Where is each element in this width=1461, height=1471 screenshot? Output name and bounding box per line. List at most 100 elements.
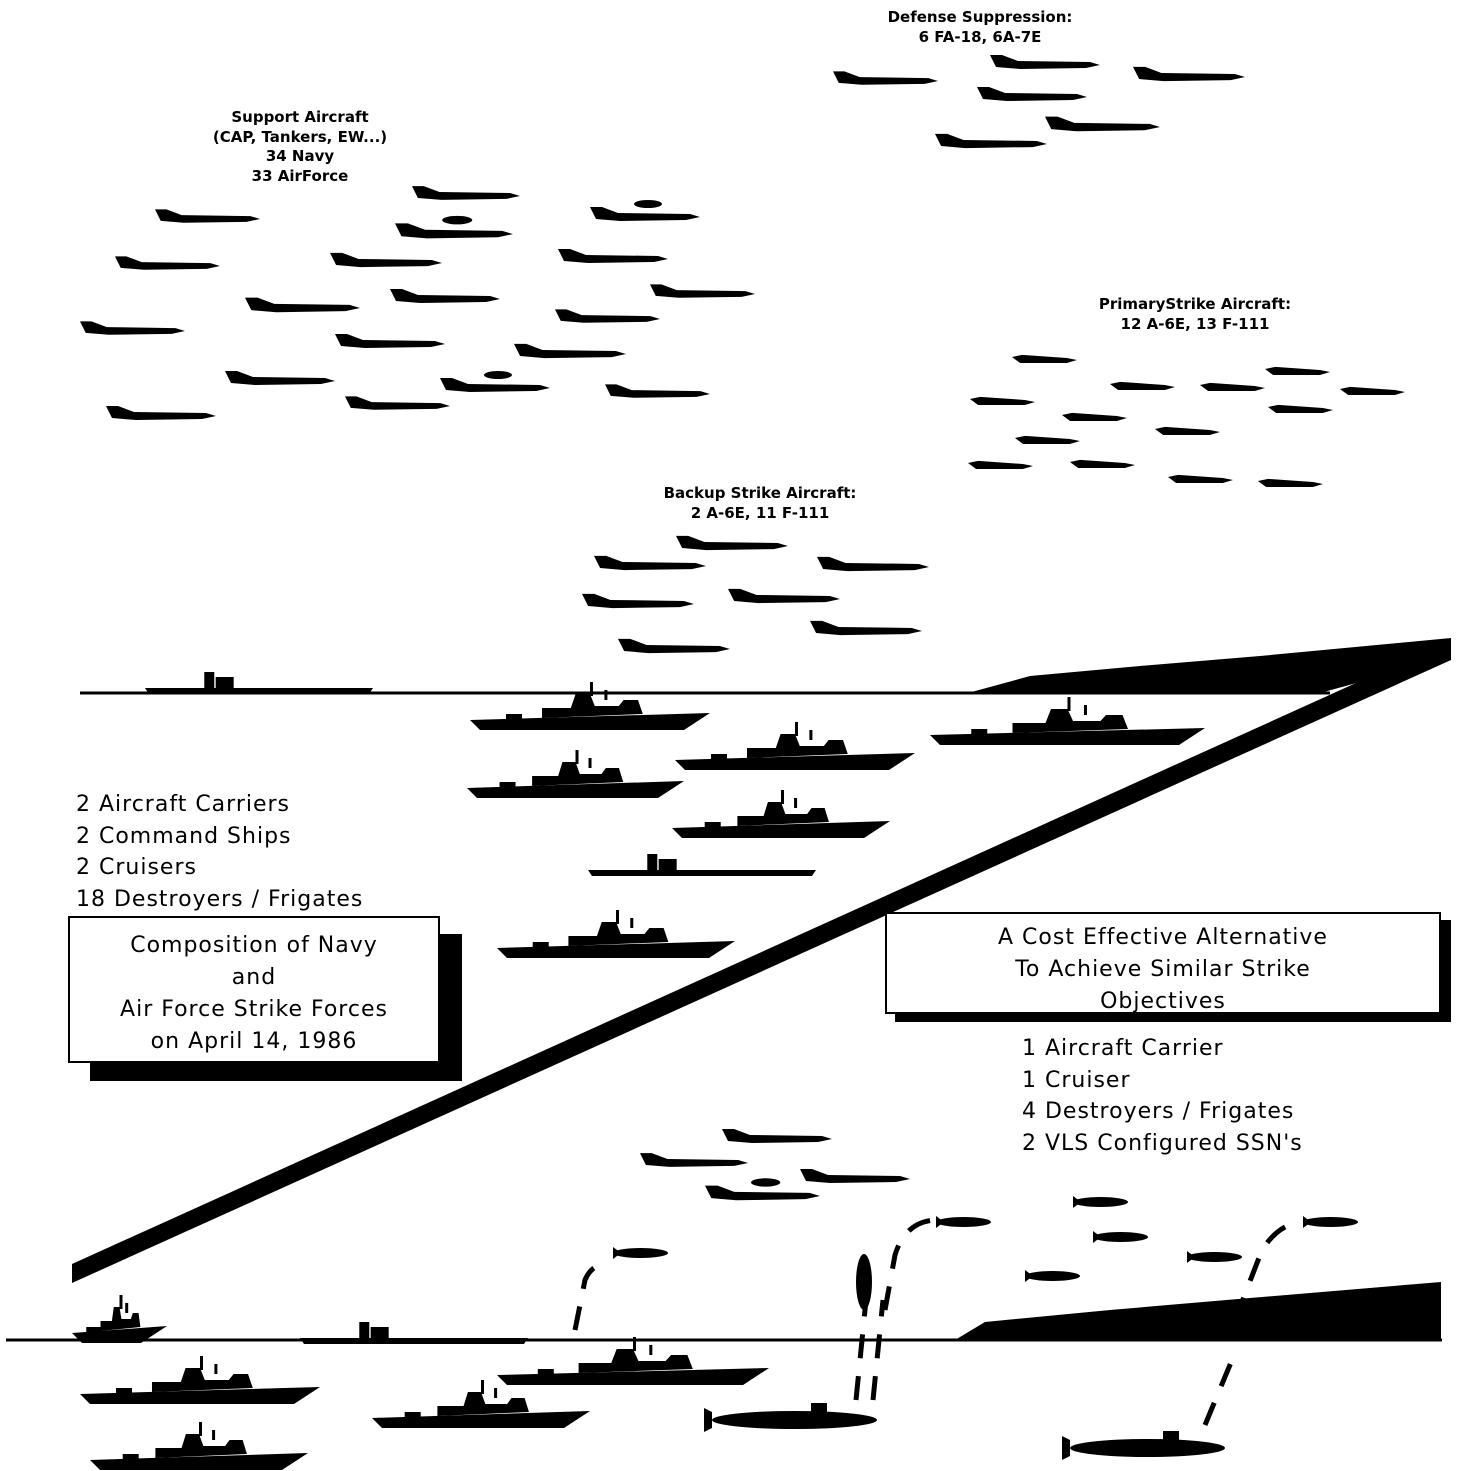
sail-shape [811, 1403, 827, 1413]
jet-aircraft-icon [330, 252, 442, 268]
missile-body-shape [1303, 1217, 1358, 1227]
mast-shape [588, 758, 592, 768]
missile-fin-shape [1093, 1231, 1101, 1243]
hull-shape [497, 941, 735, 958]
primary-strike-label: PrimaryStrike Aircraft: 12 A-6E, 13 F-11… [1060, 295, 1330, 334]
box-line: and [231, 965, 277, 990]
jet-aircraft-icon [558, 249, 668, 263]
missile-body-shape [936, 1217, 991, 1227]
jet-aircraft-icon [80, 321, 186, 335]
box-line: To Achieve Similar Strike [1015, 957, 1311, 982]
hull-shape [497, 1368, 769, 1385]
mast-shape [125, 1303, 129, 1313]
lower-coastline-shape [955, 1282, 1441, 1340]
gun-mount-shape [86, 1327, 103, 1333]
jet-aircraft-icon [155, 209, 260, 223]
hull-shape [72, 1326, 167, 1343]
fuselage-shape [800, 1169, 910, 1183]
superstructure-shape [1012, 709, 1128, 733]
missile-body-shape [1025, 1271, 1080, 1281]
fuselage-shape [1133, 66, 1245, 82]
jet-aircraft-icon [935, 133, 1047, 149]
superstructure-shape [542, 694, 643, 718]
jet-aircraft-icon [594, 555, 706, 571]
superstructure-shape [155, 1434, 247, 1458]
label-line: PrimaryStrike Aircraft: [1098, 295, 1292, 313]
mast-shape [649, 1345, 653, 1355]
strike-aircraft-icon [1110, 381, 1175, 391]
jet-aircraft-icon [412, 186, 520, 200]
cruise-missile-icon [1187, 1251, 1242, 1263]
strike-aircraft-icon [1200, 382, 1265, 392]
hull-shape [372, 1411, 590, 1428]
jet-aircraft-icon [345, 396, 450, 410]
label-line: (CAP, Tankers, EW...) [212, 127, 388, 146]
fuselage-shape [728, 588, 840, 604]
strike-aircraft-icon [1168, 474, 1233, 484]
gun-mount-shape [532, 942, 549, 948]
fuselage-shape [1168, 474, 1233, 484]
list-item: 2 Command Ships [76, 823, 292, 849]
label-line: Support Aircraft [231, 108, 369, 126]
gun-mount-shape [404, 1412, 421, 1418]
hull-shape [467, 781, 684, 798]
fuselage-shape [968, 460, 1033, 470]
strike-aircraft-icon [970, 396, 1035, 406]
mast-shape [119, 1295, 123, 1309]
aircraft-carrier-icon [300, 1322, 528, 1344]
fuselage-shape [1110, 381, 1175, 391]
left-force-list: 2 Aircraft Carriers 2 Command Ships 2 Cr… [76, 789, 363, 915]
launch-trajectory-line [1232, 1219, 1301, 1321]
radome-shape [442, 215, 473, 225]
mast-shape [794, 798, 798, 808]
awacs-aircraft-icon [395, 215, 513, 239]
jet-aircraft-icon [817, 556, 929, 572]
fuselage-shape [440, 378, 550, 392]
launch-trajectory-line [572, 1262, 601, 1331]
cruise-missile-icon [1025, 1270, 1080, 1282]
right-title-box: A Cost Effective Alternative To Achieve … [885, 912, 1441, 1014]
sail-shape [1163, 1431, 1179, 1441]
gun-mount-shape [499, 782, 516, 788]
jet-aircraft-icon [335, 334, 445, 348]
gun-mount-shape [506, 714, 522, 720]
mast-shape [212, 1430, 216, 1440]
list-item: 1 Aircraft Carrier [1022, 1036, 1224, 1061]
missile-body-shape [1093, 1232, 1148, 1242]
superstructure-shape [747, 734, 848, 758]
sub-hull-shape [1070, 1439, 1225, 1457]
box-line: Objectives [1100, 989, 1226, 1014]
missile-body-shape [1187, 1252, 1242, 1262]
strike-aircraft-icon [1062, 412, 1127, 422]
label-line: 6 FA-18, 6A-7E [918, 27, 1042, 46]
jet-aircraft-icon [977, 87, 1087, 101]
fuselage-shape [676, 535, 788, 551]
fuselage-shape [935, 133, 1047, 149]
cruise-missile-icon [1093, 1231, 1148, 1243]
fuselage-shape [1070, 459, 1135, 469]
fuselage-shape [650, 284, 755, 298]
fuselage-shape [245, 297, 360, 313]
gun-mount-shape [122, 1454, 139, 1460]
label-line: Defense Suppression: [887, 8, 1073, 26]
strike-aircraft-icon [1070, 459, 1135, 469]
fuselage-shape [582, 593, 694, 609]
aircraft-layer [80, 55, 1405, 1201]
jet-aircraft-icon [810, 620, 922, 636]
fuselage-shape [330, 252, 442, 268]
mast-shape [616, 910, 619, 924]
fuselage-shape [1045, 116, 1160, 132]
submarine-icon [1062, 1431, 1225, 1460]
jet-aircraft-icon [1045, 116, 1160, 132]
strike-aircraft-icon [1268, 404, 1333, 414]
strike-aircraft-icon [968, 460, 1033, 470]
warship-icon [72, 1295, 167, 1343]
flight-deck-shape [588, 870, 816, 876]
list-item: 2 Cruisers [76, 855, 197, 880]
warship-icon [497, 1337, 769, 1385]
gun-mount-shape [971, 729, 988, 735]
fuselage-shape [80, 321, 186, 335]
hull-shape [930, 728, 1205, 745]
mast-shape [575, 750, 579, 764]
superstructure-shape [737, 802, 829, 826]
